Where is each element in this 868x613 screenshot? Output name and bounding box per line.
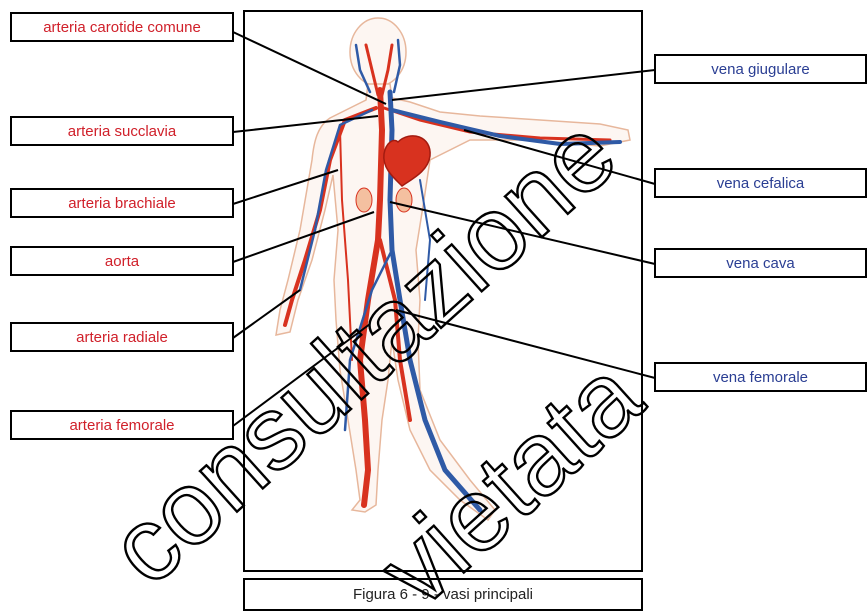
label-arteria-femorale: arteria femorale bbox=[10, 410, 234, 440]
label-vena-cefalica: vena cefalica bbox=[654, 168, 867, 198]
connector-femorale-arteria bbox=[233, 324, 370, 426]
connector-cefalica bbox=[464, 130, 655, 184]
connector-cava bbox=[390, 202, 655, 264]
label-arteria-succlavia: arteria succlavia bbox=[10, 116, 234, 146]
label-vena-cava: vena cava bbox=[654, 248, 867, 278]
label-arteria-carotide-comune: arteria carotide comune bbox=[10, 12, 234, 42]
figure-caption: Figura 6 - 9 - vasi principali bbox=[243, 578, 643, 611]
label-arteria-brachiale: arteria brachiale bbox=[10, 188, 234, 218]
connector-carotide bbox=[233, 32, 386, 104]
connector-giugulare bbox=[392, 70, 655, 100]
label-aorta: aorta bbox=[10, 246, 234, 276]
connector-succlavia bbox=[233, 116, 378, 132]
label-vena-femorale: vena femorale bbox=[654, 362, 867, 392]
label-vena-giugulare: vena giugulare bbox=[654, 54, 867, 84]
caption-text: Figura 6 - 9 - vasi principali bbox=[353, 586, 533, 603]
connector-radiale bbox=[233, 290, 300, 338]
connector-aorta bbox=[233, 212, 374, 262]
connector-femorale-vena bbox=[396, 310, 655, 378]
connector-brachiale bbox=[233, 170, 338, 204]
label-arteria-radiale: arteria radiale bbox=[10, 322, 234, 352]
